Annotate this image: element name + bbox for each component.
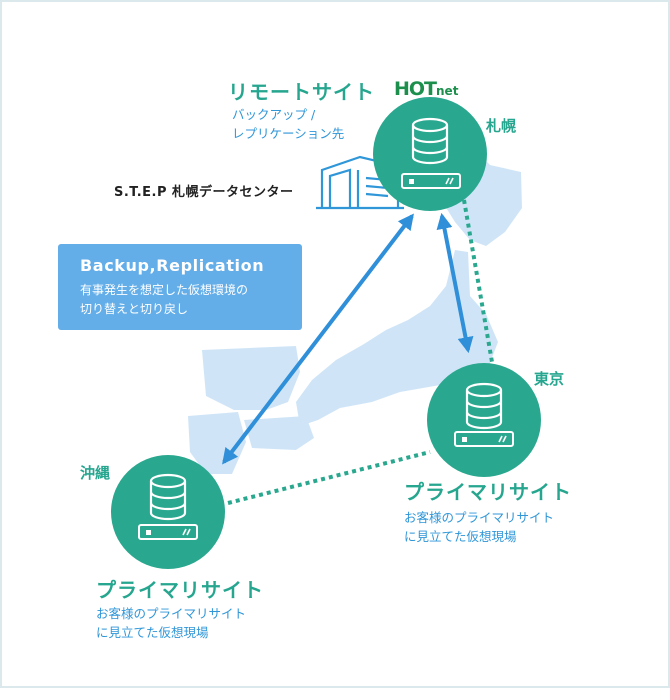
city-label-sapporo: 札幌 (486, 117, 517, 135)
node-tokyo (427, 363, 541, 477)
okinawa-primary-title: プライマリサイト (96, 578, 264, 602)
remote-subtitle-line1: バックアップ / (232, 107, 316, 122)
remote-site-title: リモートサイト (228, 80, 375, 104)
info-box-heading: Backup,Replication (80, 256, 265, 275)
tokyo-primary-title: プライマリサイト (404, 480, 572, 504)
database-icon (411, 117, 449, 165)
node-sapporo (373, 97, 487, 211)
city-label-okinawa: 沖縄 (80, 464, 111, 482)
info-box-desc-line2: 切り替えと切り戻し (80, 302, 189, 316)
server-icon (401, 173, 461, 189)
logo-main: HOT (394, 78, 437, 100)
tokyo-desc-line1: お客様のプライマリサイト (404, 510, 555, 525)
server-icon (454, 431, 514, 447)
datacenter-label: S.T.E.P 札幌データセンター (114, 185, 294, 200)
map-island (378, 360, 396, 374)
info-box-desc-line1: 有事発生を想定した仮想環境の (80, 283, 249, 297)
bidirectional-arrow-icon (222, 213, 414, 465)
okinawa-desc-line2: に見立てた仮想現場 (96, 625, 209, 640)
map-chugoku (202, 346, 300, 410)
logo-sub: net (436, 84, 459, 98)
server-icon (138, 524, 198, 540)
okinawa-desc-line1: お客様のプライマリサイト (96, 606, 247, 621)
info-box: Backup,Replication 有事発生を想定した仮想環境の 切り替えと切… (58, 244, 302, 330)
tokyo-desc-line2: に見立てた仮想現場 (404, 529, 517, 544)
database-icon (465, 382, 503, 430)
node-okinawa (111, 455, 225, 569)
dotted-line-tokyo-okinawa (227, 450, 431, 505)
hotnet-logo: HOTnet (394, 78, 458, 100)
database-icon (149, 473, 187, 521)
remote-subtitle-line2: レプリケーション先 (232, 126, 345, 141)
bidirectional-arrow-icon (436, 212, 474, 354)
city-label-tokyo: 東京 (534, 370, 565, 388)
